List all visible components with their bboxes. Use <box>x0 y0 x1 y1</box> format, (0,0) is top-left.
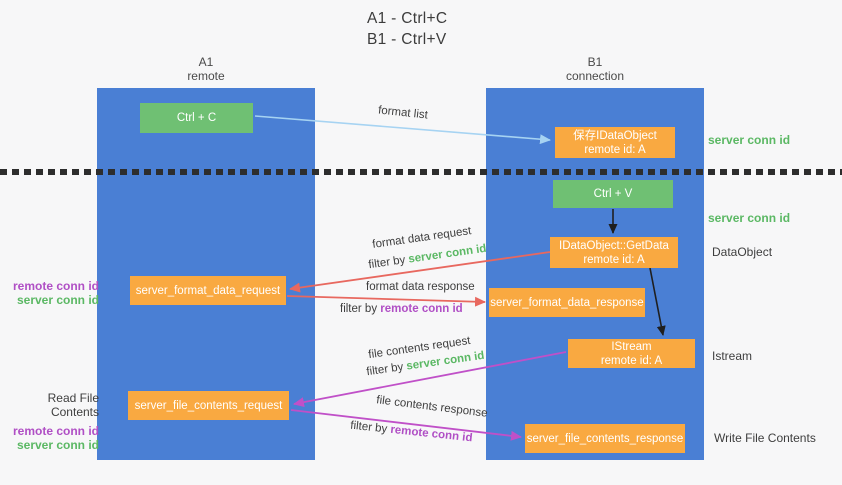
istream-line2: remote id: A <box>600 354 663 367</box>
format-list-edge-label: format list <box>377 104 429 122</box>
server-format-data-response-label: server_format_data_response <box>490 296 644 309</box>
right-column-role: connection <box>565 69 625 83</box>
filter-by-text: filter by <box>367 254 407 272</box>
istream-line1: IStream <box>611 340 652 353</box>
remote-conn-id-text: remote conn id <box>389 423 474 445</box>
getdata-line1: IDataObject::GetData <box>559 239 669 252</box>
server-conn-id-annotation-top: server conn id <box>708 133 791 147</box>
ctrl-c-label: Ctrl + C <box>176 112 217 124</box>
server-format-data-request-label: server_format_data_request <box>135 284 281 297</box>
server-file-contents-request-node: server_file_contents_request <box>128 391 289 420</box>
server-conn-id-annotation-mid: server conn id <box>708 211 791 225</box>
remote-conn-id-text: remote conn id <box>380 303 463 315</box>
remote-conn-id-annotation: remote conn id <box>12 279 99 293</box>
server-file-contents-request-label: server_file_contents_request <box>134 399 283 412</box>
ctrl-c-key-node: Ctrl + C <box>140 103 253 133</box>
filter-by-text: filter by <box>340 303 378 315</box>
read-file-contents-annotation: Read File Contents <box>47 391 99 419</box>
idataobject-getdata-node: IDataObject::GetData remote id: A <box>550 237 678 268</box>
server-format-data-request-node: server_format_data_request <box>130 276 286 305</box>
istream-annotation: Istream <box>712 349 753 363</box>
save-idataobject-node: 保存IDataObject remote id: A <box>555 127 675 158</box>
save-idataobject-line1: 保存IDataObject <box>573 129 657 142</box>
title-line-ctrl-c: A1 - Ctrl+C <box>367 10 448 27</box>
server-conn-id-annotation: server conn id <box>16 438 99 452</box>
server-conn-id-text: server conn id <box>407 242 488 266</box>
dataobject-annotation: DataObject <box>712 245 773 259</box>
left-column-header: A1 remote <box>97 55 315 83</box>
filter-by-text: filter by <box>365 361 405 379</box>
left-conn-id-block-top: remote conn id server conn id <box>0 279 99 307</box>
format-data-response-filter-label: filter by remote conn id <box>340 303 463 315</box>
copy-paste-separator-line <box>0 169 842 175</box>
file-contents-response-edge-label: file contents response <box>375 394 489 420</box>
format-data-response-arrow <box>286 295 486 307</box>
filter-by-text: filter by <box>349 419 388 436</box>
istream-node: IStream remote id: A <box>568 339 695 368</box>
remote-conn-id-annotation: remote conn id <box>12 424 99 438</box>
file-contents-response-filter-label: filter by remote conn id <box>350 420 473 445</box>
write-file-contents-annotation: Write File Contents <box>714 431 816 445</box>
server-conn-id-annotation: server conn id <box>16 293 99 307</box>
server-file-contents-response-label: server_file_contents_response <box>526 432 684 445</box>
diagram-title: A1 - Ctrl+C B1 - Ctrl+V <box>367 8 447 50</box>
right-column-header: B1 connection <box>486 55 704 83</box>
left-column-name: A1 <box>198 55 214 69</box>
getdata-line2: remote id: A <box>583 253 645 266</box>
left-column-role: remote <box>187 69 225 83</box>
server-file-contents-response-node: server_file_contents_response <box>525 424 685 453</box>
ctrl-v-label: Ctrl + V <box>593 188 633 200</box>
ctrl-v-key-node: Ctrl + V <box>553 180 673 208</box>
title-line-ctrl-v: B1 - Ctrl+V <box>367 31 447 48</box>
server-format-data-response-node: server_format_data_response <box>489 288 645 317</box>
right-column-name: B1 <box>587 55 603 69</box>
format-data-response-edge-label: format data response <box>366 281 475 293</box>
read-file-contents-block: Read File Contents remote conn id server… <box>0 391 99 452</box>
save-idataobject-line2: remote id: A <box>584 143 646 156</box>
